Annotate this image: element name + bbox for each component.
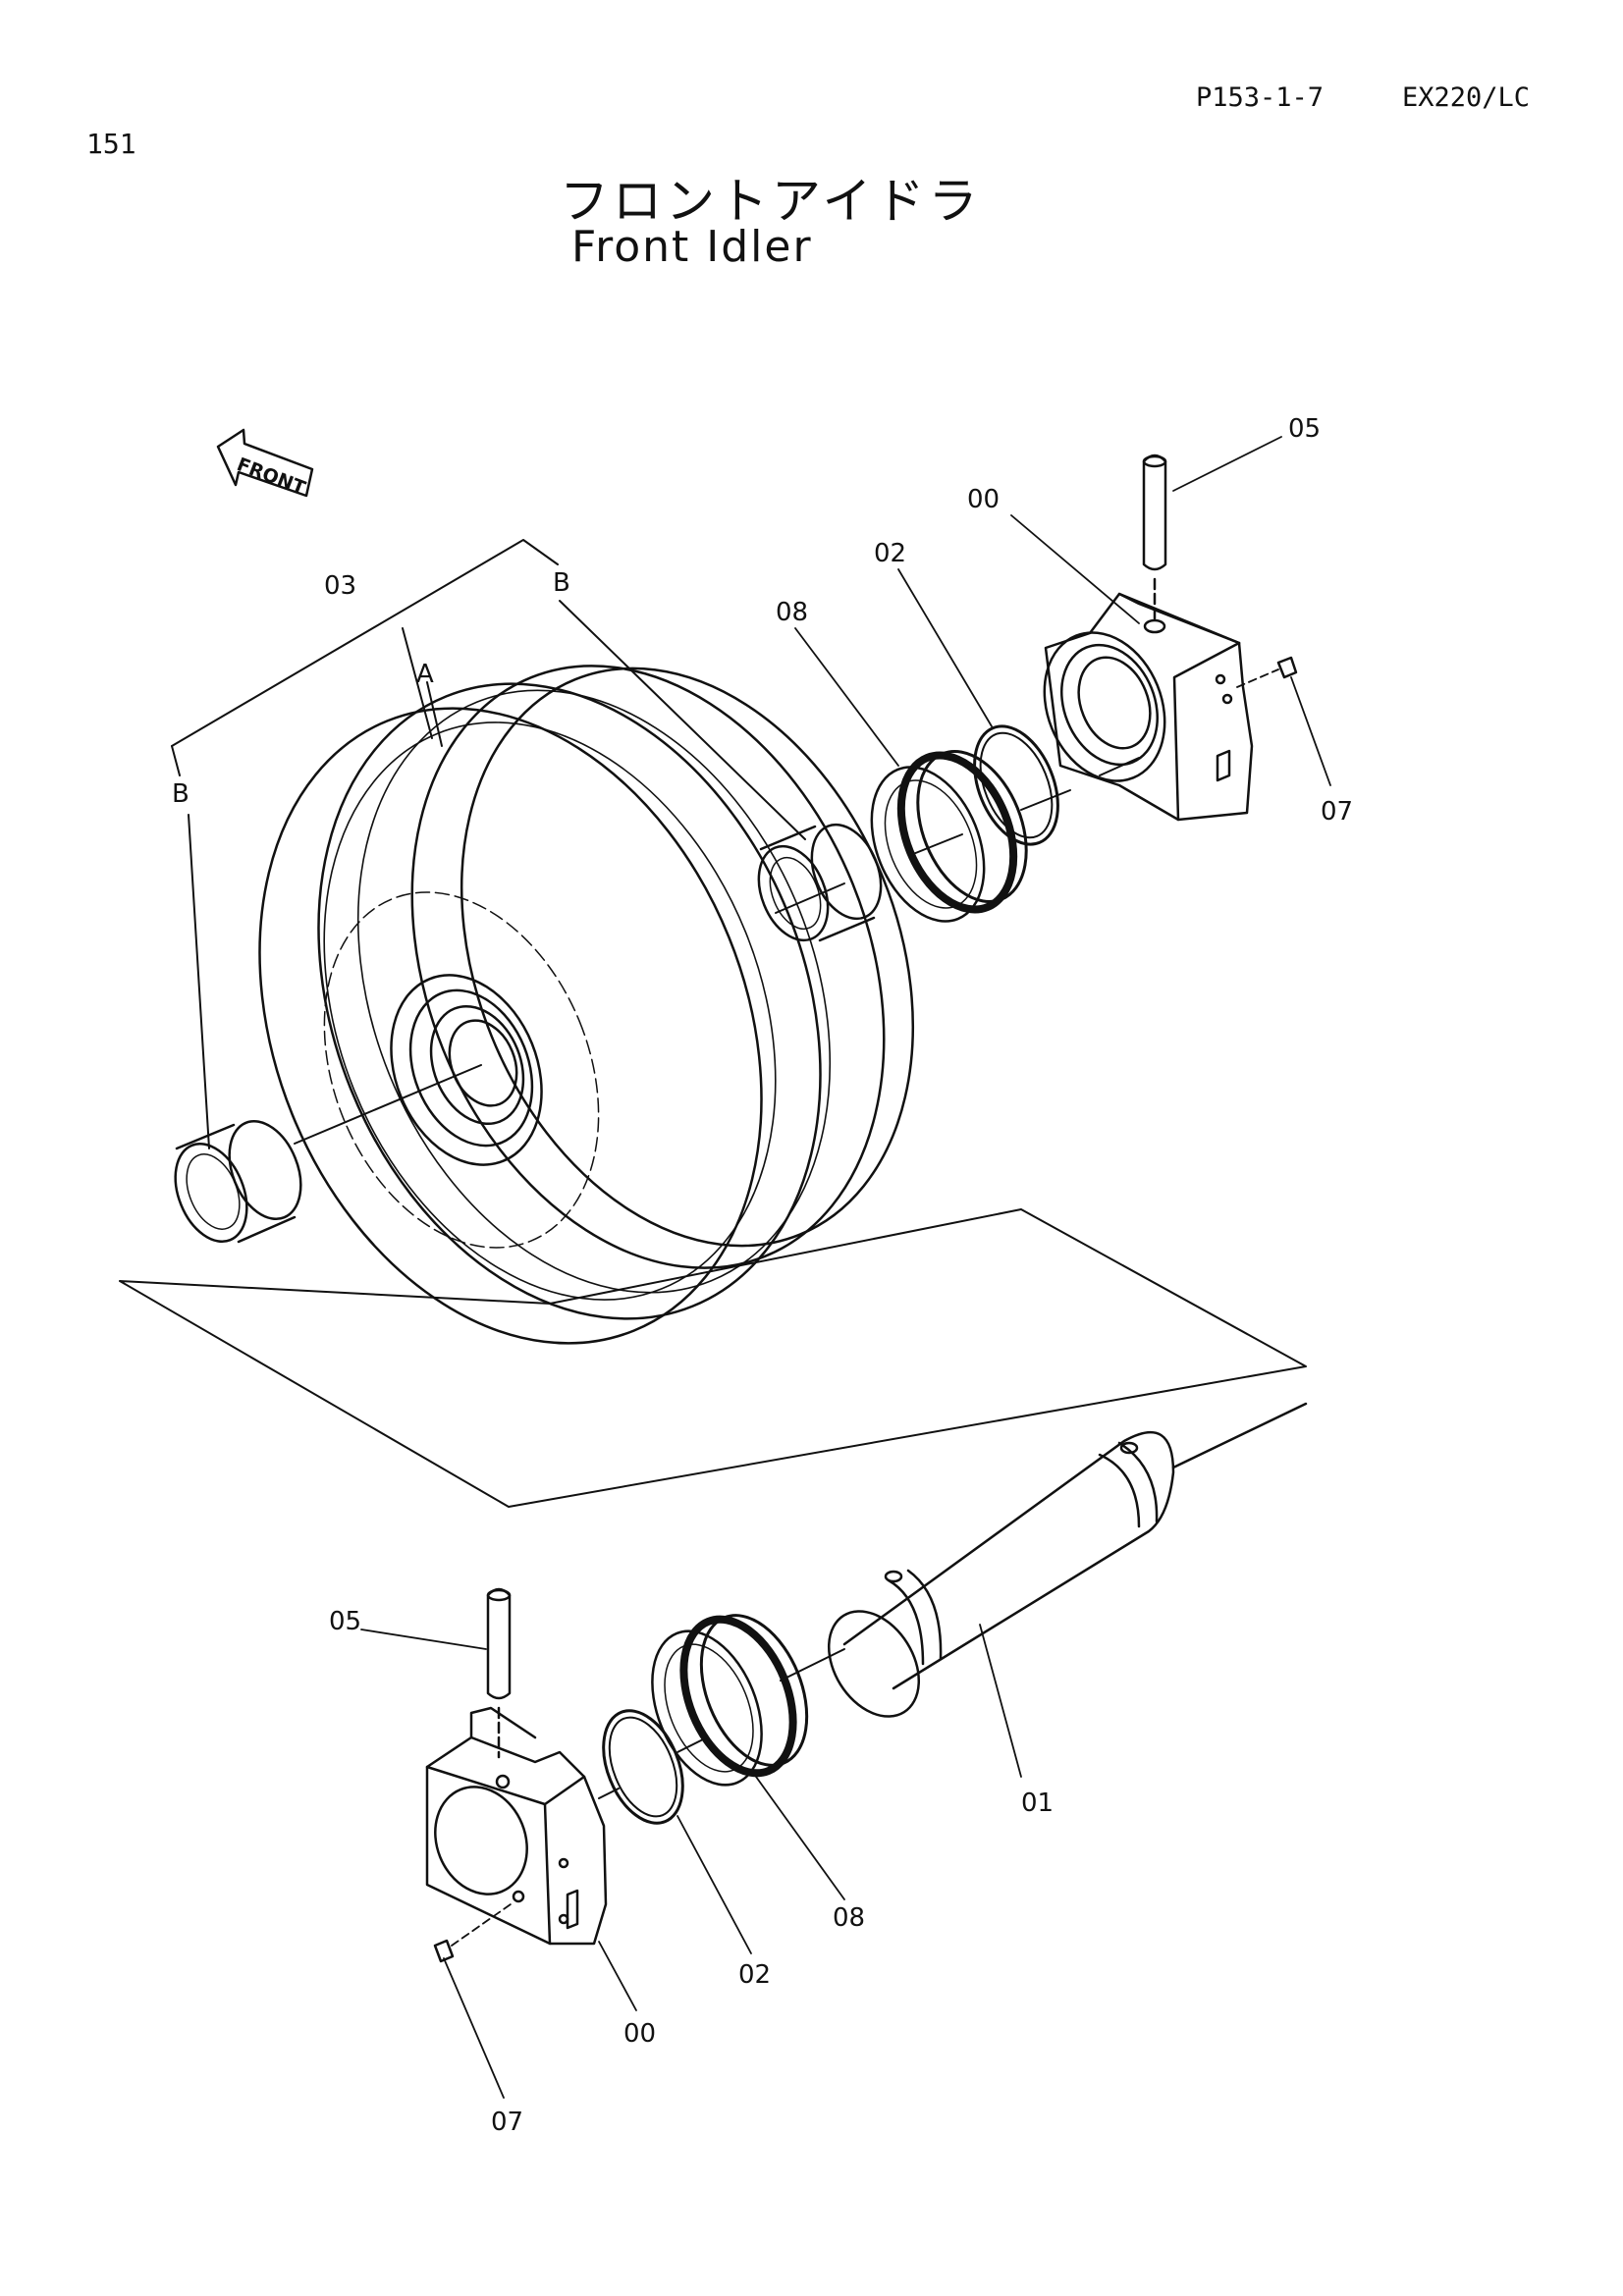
idler-shaft xyxy=(827,1402,1308,1718)
title-english: Front Idler xyxy=(571,222,813,272)
callout-05-bottom: 05 xyxy=(329,1607,361,1636)
floating-seal-top xyxy=(870,749,1028,923)
support-bracket-bottom xyxy=(425,1706,608,1946)
callout-01: 01 xyxy=(1021,1789,1054,1818)
callout-00-top: 00 xyxy=(967,485,1000,514)
page-number: 151 xyxy=(86,128,136,160)
group-bracket-lines xyxy=(171,539,806,1149)
callout-00-bottom: 00 xyxy=(623,2019,656,2049)
set-screw-bottom xyxy=(433,1903,512,1963)
callout-a: A xyxy=(416,660,434,689)
reference-code: P153-1-7 xyxy=(1196,82,1325,113)
callout-b-top: B xyxy=(553,568,570,598)
set-screw-top xyxy=(1236,656,1298,688)
callout-03: 03 xyxy=(324,571,356,601)
title-japanese: フロントアイドラ xyxy=(560,173,982,230)
pin-bottom xyxy=(486,1587,512,1759)
assembly-plane xyxy=(119,1208,1307,1508)
o-ring-top xyxy=(973,724,1059,846)
callout-08-bottom: 08 xyxy=(833,1903,865,1933)
callout-08-top: 08 xyxy=(776,598,808,627)
bushing-right xyxy=(757,823,883,942)
callout-labels: 03 A B B 08 02 00 05 07 05 01 08 02 00 0… xyxy=(172,414,1353,2137)
o-ring-bottom xyxy=(602,1709,684,1825)
callout-02-bottom: 02 xyxy=(738,1960,771,1990)
assembly-axis-top xyxy=(294,757,1140,1145)
model-name: EX220/LC xyxy=(1402,82,1531,113)
callout-b-left: B xyxy=(172,779,189,809)
callout-05-top: 05 xyxy=(1288,414,1321,444)
pin-top xyxy=(1142,454,1167,620)
callout-07-bottom: 07 xyxy=(491,2108,523,2137)
idler-wheel xyxy=(258,665,915,1345)
bushing-left xyxy=(174,1119,302,1244)
assembly-axis-bottom xyxy=(598,1648,845,1799)
leader-lines xyxy=(360,436,1331,2099)
front-arrow-icon: FRONT xyxy=(216,428,314,500)
callout-07-top: 07 xyxy=(1321,797,1353,827)
callout-02-top: 02 xyxy=(874,539,906,568)
floating-seal-bottom xyxy=(651,1614,809,1787)
front-arrow-label: FRONT xyxy=(234,454,308,500)
support-bracket-top xyxy=(1043,592,1254,822)
